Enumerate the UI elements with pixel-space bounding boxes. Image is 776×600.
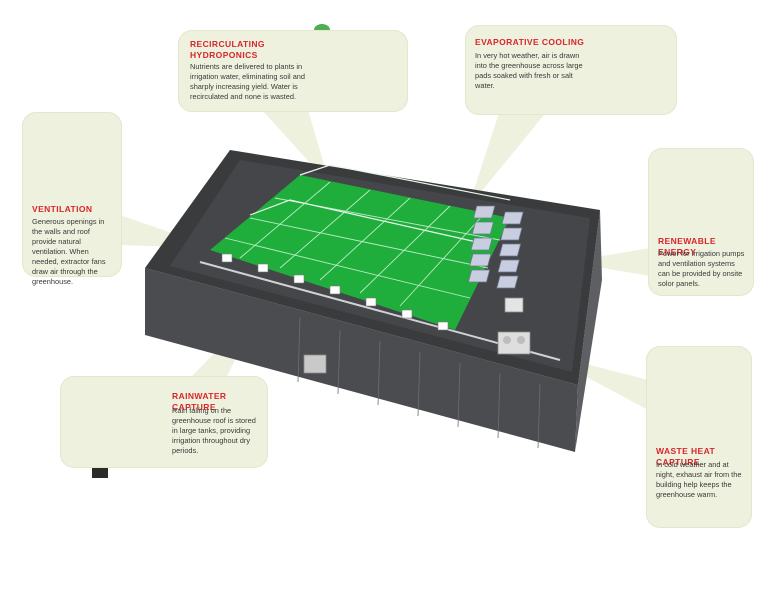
callout-body: Generous openings in the walls and roof … bbox=[32, 217, 106, 286]
callout-title: RENEWABLE ENERGY bbox=[658, 236, 716, 257]
greenhouse bbox=[210, 164, 511, 331]
callout-rainwater-capture: RAINWATER CAPTURE Rain falling on the gr… bbox=[60, 376, 268, 468]
callout-renewable-energy: RENEWABLE ENERGY Power for irrigation pu… bbox=[648, 148, 754, 296]
callout-recirculating-hydroponics: RECIRCULATING HYDROPONICS Nutrients are … bbox=[178, 30, 408, 112]
callout-title: RECIRCULATING HYDROPONICS bbox=[190, 39, 265, 60]
rooftop-solar-array bbox=[467, 205, 524, 289]
rooftop-hvac-units bbox=[497, 297, 531, 355]
callout-waste-heat-capture: WASTE HEAT CAPTURE In cold weather and a… bbox=[646, 346, 752, 528]
pointer-renewable bbox=[568, 248, 650, 276]
callout-body: In very hot weather, air is drawn into t… bbox=[475, 51, 583, 90]
callout-body: In cold weather and at night, exhaust ai… bbox=[656, 460, 742, 499]
callout-evaporative-cooling: EVAPORATIVE COOLING In very hot weather,… bbox=[465, 25, 677, 115]
callout-title: RAINWATER CAPTURE bbox=[172, 391, 227, 412]
callout-ventilation: VENTILATION Generous openings in the wal… bbox=[22, 112, 122, 286]
callout-body: Rain falling on the greenhouse roof is s… bbox=[172, 406, 256, 455]
callout-title: EVAPORATIVE COOLING bbox=[475, 37, 585, 47]
callout-title: VENTILATION bbox=[32, 204, 93, 214]
callout-title: WASTE HEAT CAPTURE bbox=[656, 446, 716, 467]
callout-body: Nutrients are delivered to plants in irr… bbox=[190, 62, 306, 101]
pointer-cooling bbox=[468, 110, 548, 208]
callout-body: Power for irrigation pumps and ventilati… bbox=[658, 249, 745, 288]
